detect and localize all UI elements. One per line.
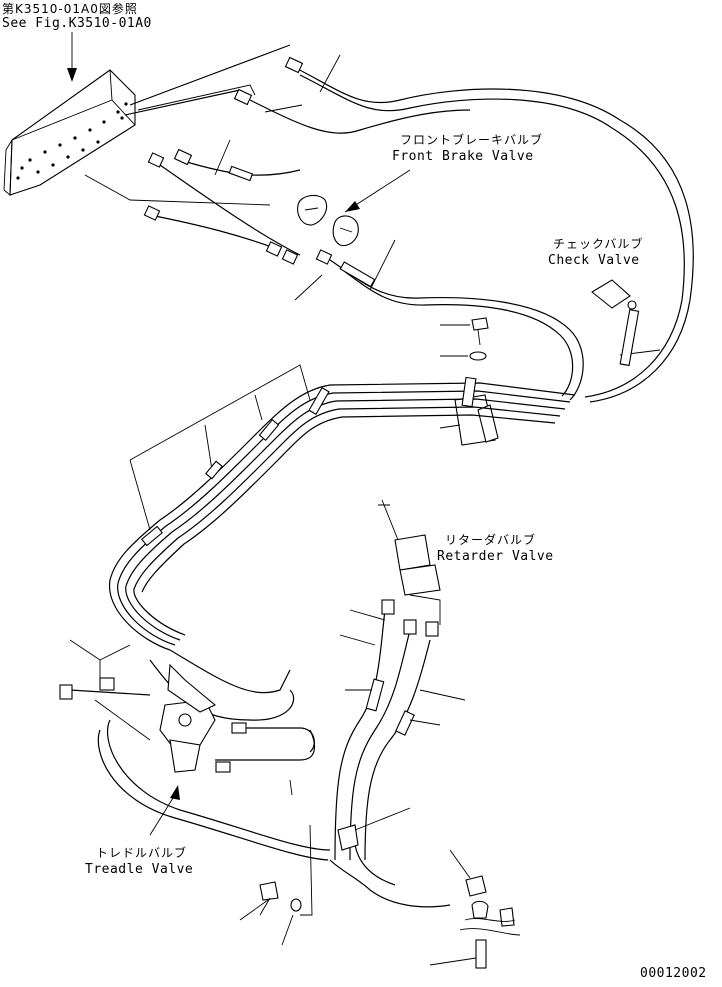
retarder-valve-label-jp: リターダバルブ xyxy=(445,533,537,547)
drawing-number: 00012002 xyxy=(640,966,707,981)
bottom-parts xyxy=(239,849,521,969)
upper-pipes xyxy=(84,44,694,403)
reference-note-en: See Fig.K3510-01A0 xyxy=(2,16,152,31)
treadle-valve-label-en: Treadle Valve xyxy=(85,862,194,877)
check-valve xyxy=(591,279,640,367)
main-pipe-bundle xyxy=(108,364,576,651)
upper-fittings xyxy=(143,56,376,288)
front-brake-valve xyxy=(297,194,359,247)
treadle-valve-label-jp: トレドルバルブ xyxy=(96,846,188,860)
front-brake-valve-label-jp: フロントブレーキバルブ xyxy=(400,133,544,147)
front-brake-valve-label-en: Front Brake Valve xyxy=(392,149,534,164)
reference-note-jp: 第K3510-01A0図参照 xyxy=(2,2,138,16)
part-leaders-top xyxy=(214,54,661,356)
lower-left-pipes xyxy=(69,639,331,861)
treadle-valve xyxy=(59,663,247,773)
mounting-bracket xyxy=(3,69,136,196)
check-valve-label-en: Check Valve xyxy=(548,253,640,268)
retarder-valve-label-en: Retarder Valve xyxy=(437,549,554,564)
check-valve-label-jp: チェックバルブ xyxy=(553,237,644,251)
retarder-valve xyxy=(378,499,441,625)
lower-right-pipes xyxy=(300,599,466,916)
